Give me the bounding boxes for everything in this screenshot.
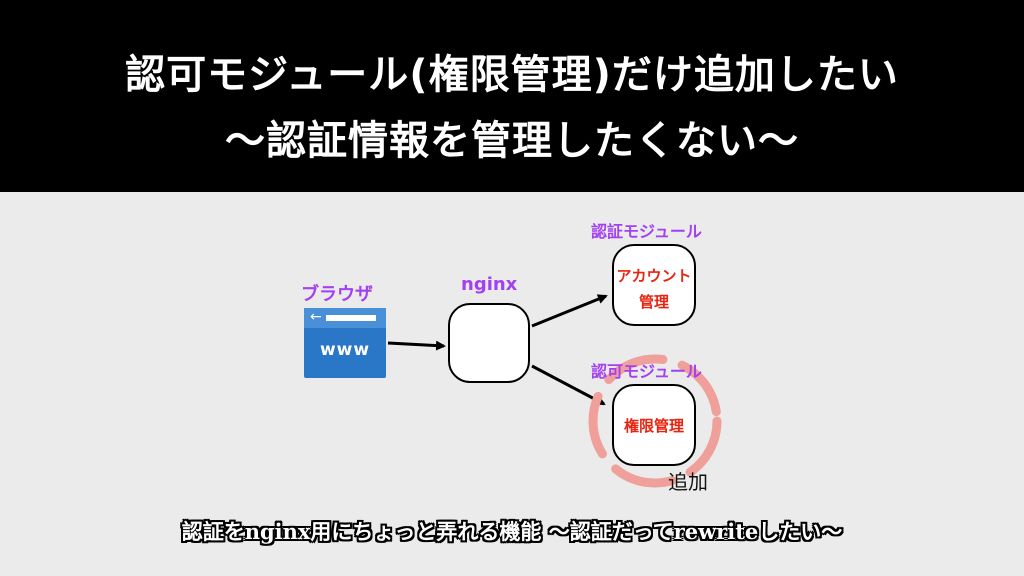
auth-module-label: 認証モジュール — [591, 222, 702, 241]
arrow-nginx-to-authz — [531, 364, 606, 406]
browser-www-text: www — [319, 340, 371, 360]
authz-node-text: 権限管理 — [623, 417, 684, 435]
browser-label: ブラウザ — [301, 284, 373, 305]
authz-module-label: 認可モジュール — [591, 362, 702, 381]
back-arrow-icon: ← — [310, 309, 322, 325]
authz-module-node: 権限管理 — [612, 384, 696, 466]
title-line-1: 認可モジュール(権限管理)だけ追加したい — [125, 52, 899, 98]
nginx-label: nginx — [461, 274, 518, 295]
nginx-node — [448, 303, 530, 383]
browser-toolbar: ← — [304, 308, 386, 328]
added-note: 追加 — [668, 470, 708, 494]
browser-window-icon: ← www — [304, 308, 386, 378]
auth-module-node: アカウント 管理 — [612, 244, 696, 326]
title-banner: 認可モジュール(権限管理)だけ追加したい 〜認証情報を管理したくない〜 — [0, 0, 1024, 192]
auth-node-line-1: アカウント — [616, 267, 692, 285]
subtitle: 認証をnginx用にちょっと弄れる機能 〜認証だってrewriteしたい〜 — [181, 519, 843, 544]
auth-node-line-2: 管理 — [638, 293, 669, 311]
highlight-circle — [588, 354, 722, 488]
title-line-2: 〜認証情報を管理したくない〜 — [225, 118, 799, 164]
address-bar — [326, 315, 376, 321]
arrow-browser-to-nginx — [387, 340, 446, 351]
arrow-nginx-to-auth — [531, 294, 608, 328]
